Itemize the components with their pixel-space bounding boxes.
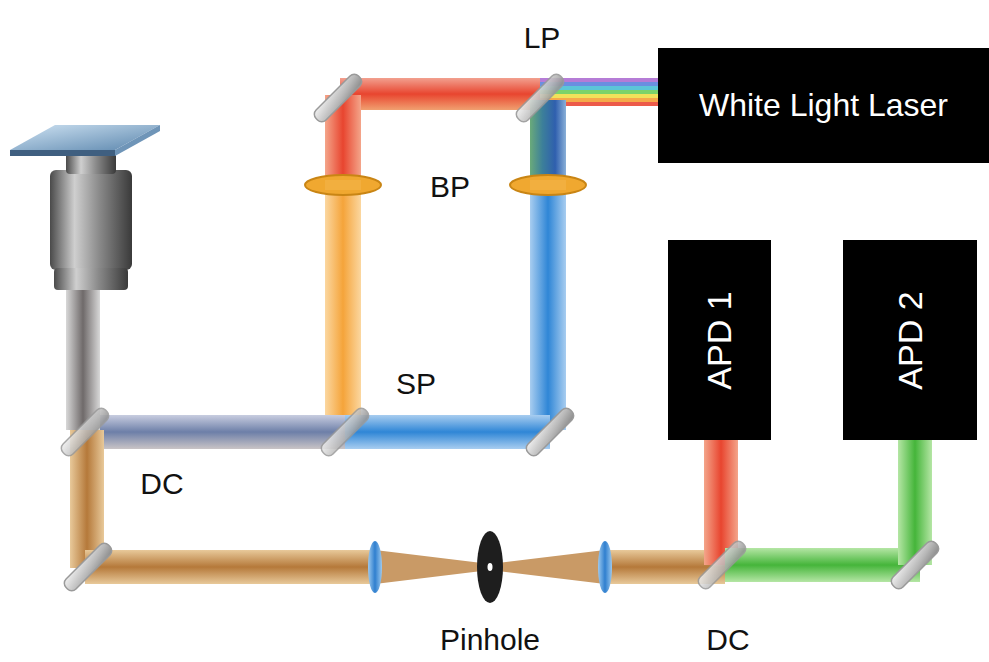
device-label: White Light Laser: [699, 87, 948, 124]
component-label: LP: [524, 21, 561, 55]
device-label: APD 1: [700, 291, 739, 389]
device-label: APD 2: [890, 291, 929, 389]
device-box: White Light Laser: [658, 48, 989, 163]
component-label: DC: [140, 467, 183, 501]
component-label: BP: [430, 170, 470, 204]
device-box: APD 2: [843, 240, 977, 440]
component-label: DC: [706, 623, 749, 657]
component-label: Pinhole: [440, 623, 540, 657]
device-box: APD 1: [668, 240, 771, 440]
component-label: SP: [396, 367, 436, 401]
